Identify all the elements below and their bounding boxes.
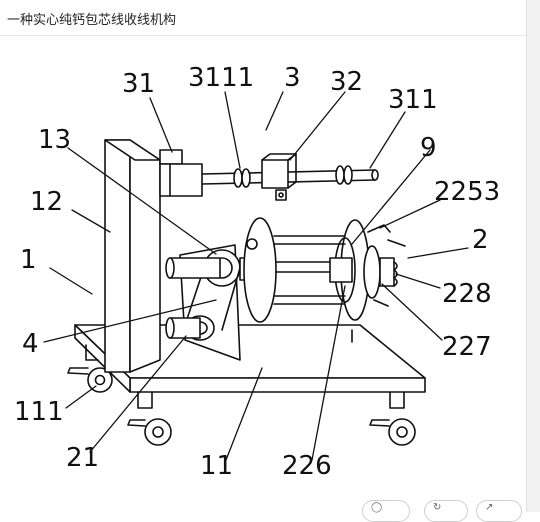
vertical-frame	[104, 139, 161, 373]
label-1: 1	[20, 245, 37, 275]
label-13: 13	[38, 125, 71, 155]
label-32: 32	[330, 67, 363, 97]
rotate-icon: ↻	[433, 502, 442, 513]
label-21: 21	[66, 443, 99, 473]
label-226: 226	[282, 451, 332, 481]
patent-drawing: 31 3111 3 32 311 13 9 2253 12 2 1 228 4 …	[0, 36, 526, 512]
caster-wheels	[67, 329, 416, 446]
label-3: 3	[284, 63, 301, 93]
rotate-button[interactable]: ↻	[424, 500, 468, 522]
label-4: 4	[22, 329, 39, 359]
scrollbar[interactable]	[526, 0, 540, 512]
zoom-button[interactable]: ◯	[362, 500, 410, 522]
part-labels: 31 3111 3 32 311 13 9 2253 12 2 1 228 4 …	[14, 63, 500, 481]
label-111: 111	[14, 397, 64, 427]
zoom-icon: ◯	[371, 502, 383, 513]
page-title: 一种实心纯钙包芯线收线机构	[7, 13, 177, 28]
leader-lines	[43, 91, 469, 461]
upper-shaft-assembly	[201, 153, 379, 201]
label-11: 11	[200, 451, 233, 481]
label-9: 9	[420, 133, 437, 163]
title-bar: 一种实心纯钙包芯线收线机构	[0, 0, 540, 36]
share-icon: ↗	[485, 502, 494, 513]
label-31: 31	[122, 69, 155, 99]
label-311: 311	[388, 85, 438, 115]
label-228: 228	[442, 279, 492, 309]
label-227: 227	[442, 332, 492, 362]
label-12: 12	[30, 187, 63, 217]
label-3111: 3111	[188, 63, 254, 93]
label-2253: 2253	[434, 177, 500, 207]
wire-reel	[243, 217, 406, 323]
label-2: 2	[472, 225, 489, 255]
motor-box	[159, 149, 203, 197]
share-button[interactable]: ↗	[476, 500, 522, 522]
